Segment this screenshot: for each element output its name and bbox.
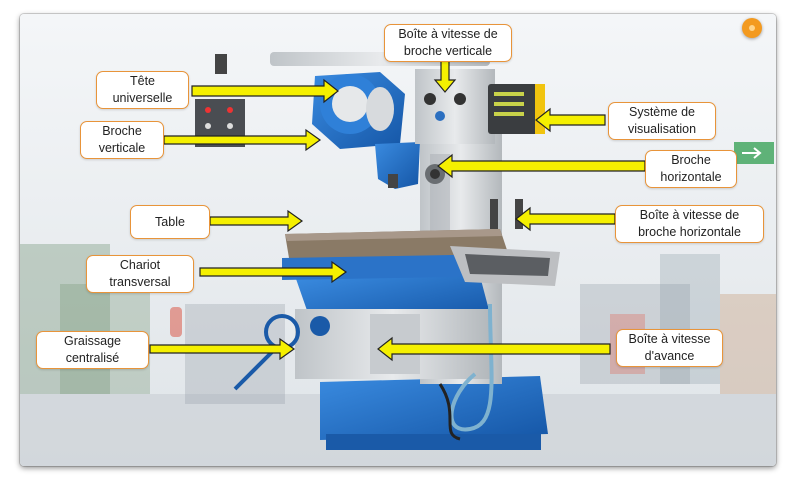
label-graissage-centralise: Graissage centralisé bbox=[36, 331, 149, 369]
label-boite-vitesse-broche-verticale: Boîte à vitesse de broche verticale bbox=[384, 24, 512, 62]
label-chariot-transversal: Chariot transversal bbox=[86, 255, 194, 293]
label-systeme-visualisation: Système de visualisation bbox=[608, 102, 716, 140]
label-boite-vitesse-avance: Boîte à vitesse d'avance bbox=[616, 329, 723, 367]
label-table: Table bbox=[130, 205, 210, 239]
exit-sign-icon bbox=[734, 142, 774, 164]
callout-arrows bbox=[149, 60, 646, 362]
orange-dot-icon[interactable] bbox=[742, 18, 762, 38]
label-boite-vitesse-broche-horizontale: Boîte à vitesse de broche horizontale bbox=[615, 205, 764, 243]
label-tete-universelle: Tête universelle bbox=[96, 71, 189, 109]
label-broche-horizontale: Broche horizontale bbox=[645, 150, 737, 188]
label-broche-verticale: Broche verticale bbox=[80, 121, 164, 159]
